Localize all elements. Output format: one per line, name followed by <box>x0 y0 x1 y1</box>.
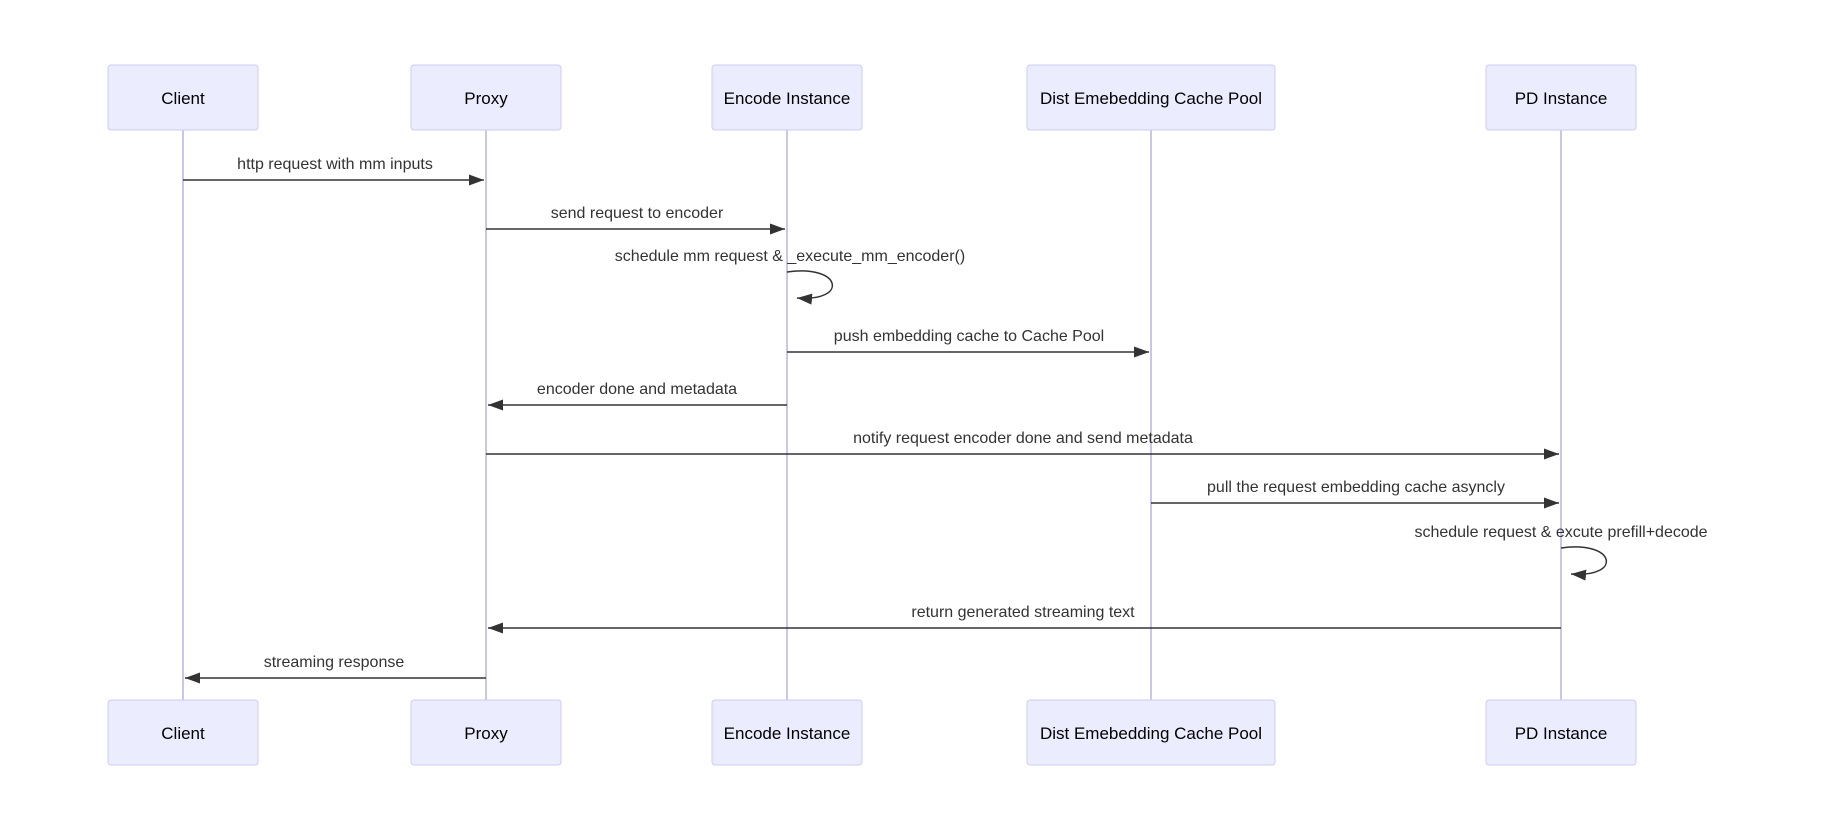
message-push-embedding-cache: push embedding cache to Cache Pool <box>787 328 1149 358</box>
message-label: return generated streaming text <box>911 604 1135 621</box>
message-label: send request to encoder <box>551 205 724 222</box>
actor-top-encode-instance: Encode Instance <box>711 64 863 131</box>
actor-box <box>1026 64 1276 131</box>
actor-label-encode-instance: Encode Instance <box>724 89 851 108</box>
actor-box <box>1485 64 1637 131</box>
actor-box <box>711 699 863 766</box>
self-loop-arrow <box>786 270 834 305</box>
actor-label-proxy: Proxy <box>464 89 508 108</box>
message-label: schedule request & excute prefill+decode <box>1414 524 1707 541</box>
actor-label-cache-pool: Dist Emebedding Cache Pool <box>1040 724 1262 743</box>
actor-label-encode-instance: Encode Instance <box>724 724 851 743</box>
actor-label-pd-instance: PD Instance <box>1515 89 1608 108</box>
actor-box <box>711 64 863 131</box>
actor-box <box>1485 699 1637 766</box>
actor-box <box>410 699 562 766</box>
actor-label-proxy: Proxy <box>464 724 508 743</box>
actor-label-pd-instance: PD Instance <box>1515 724 1608 743</box>
message-pull-embedding-cache: pull the request embedding cache asyncly <box>1151 479 1559 509</box>
message-return-streaming-text: return generated streaming text <box>488 604 1561 634</box>
message-label: streaming response <box>264 654 405 671</box>
message-schedule-prefill-decode-selfloop: schedule request & excute prefill+decode <box>1414 524 1708 581</box>
actor-bottom-client: Client <box>107 699 259 766</box>
message-label: http request with mm inputs <box>237 156 433 173</box>
actor-top-proxy: Proxy <box>410 64 562 131</box>
message-label: notify request encoder done and send met… <box>853 430 1193 447</box>
actor-label-client: Client <box>161 89 205 108</box>
message-streaming-response: streaming response <box>185 654 486 684</box>
actor-top-pd-instance: PD Instance <box>1485 64 1637 131</box>
actor-box <box>410 64 562 131</box>
actor-box <box>107 699 259 766</box>
actor-box <box>1026 699 1276 766</box>
message-notify-encoder-done: notify request encoder done and send met… <box>486 430 1559 460</box>
actor-bottom-encode-instance: Encode Instance <box>711 699 863 766</box>
actor-label-cache-pool: Dist Emebedding Cache Pool <box>1040 89 1262 108</box>
actor-box <box>107 64 259 131</box>
message-http-request: http request with mm inputs <box>183 156 484 186</box>
actor-bottom-proxy: Proxy <box>410 699 562 766</box>
message-label: encoder done and metadata <box>537 381 737 398</box>
message-label: schedule mm request & _execute_mm_encode… <box>615 248 965 265</box>
actor-top-client: Client <box>107 64 259 131</box>
actor-bottom-cache-pool: Dist Emebedding Cache Pool <box>1026 699 1276 766</box>
actor-top-cache-pool: Dist Emebedding Cache Pool <box>1026 64 1276 131</box>
message-encoder-done: encoder done and metadata <box>488 381 787 411</box>
actor-bottom-pd-instance: PD Instance <box>1485 699 1637 766</box>
message-label: push embedding cache to Cache Pool <box>834 328 1104 345</box>
self-loop-arrow <box>1560 546 1608 581</box>
message-send-request-encoder: send request to encoder <box>486 205 785 235</box>
message-label: pull the request embedding cache asyncly <box>1207 479 1505 496</box>
message-schedule-mm-request-selfloop: schedule mm request & _execute_mm_encode… <box>615 248 965 305</box>
actor-label-client: Client <box>161 724 205 743</box>
